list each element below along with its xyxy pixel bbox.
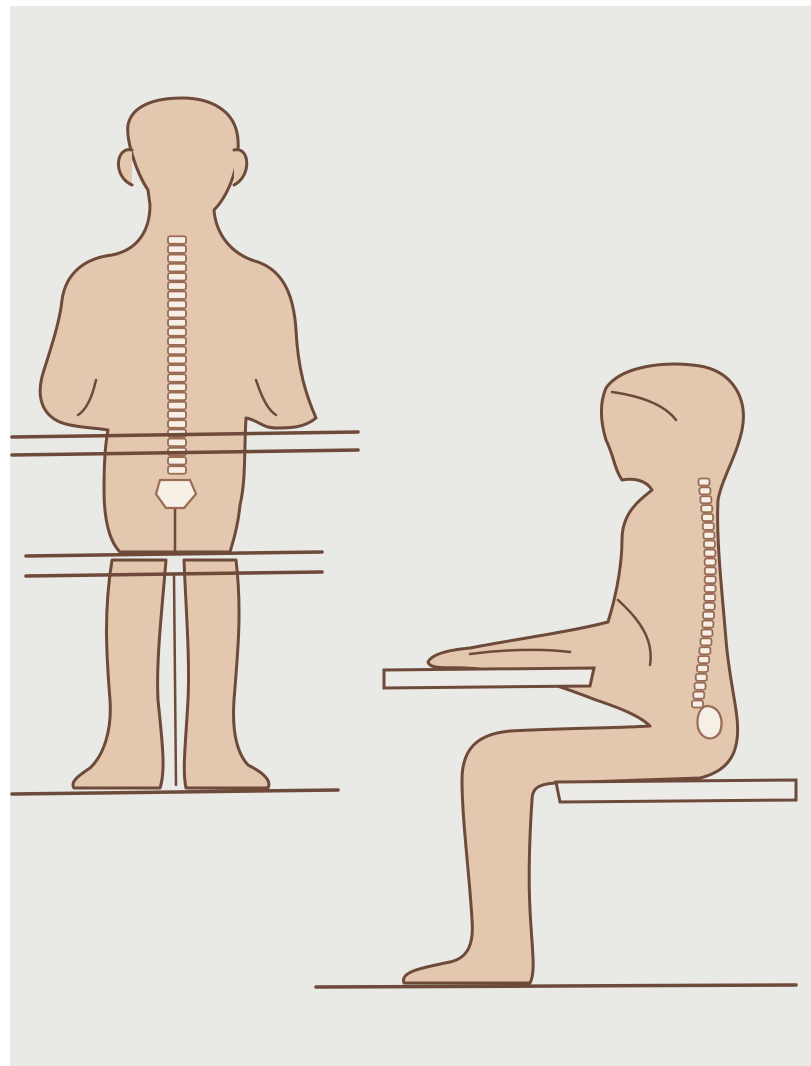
seated-vertebra bbox=[699, 647, 710, 654]
standing-vertebra bbox=[168, 301, 186, 309]
seated-vertebra bbox=[700, 638, 711, 645]
standing-vertebra bbox=[168, 383, 186, 391]
standing-vertebra bbox=[168, 356, 186, 364]
standing-vertebra bbox=[168, 402, 186, 410]
seated-vertebra bbox=[698, 656, 709, 663]
standing-vertebra bbox=[168, 291, 186, 299]
seated-vertebra bbox=[702, 514, 713, 521]
seated-vertebra bbox=[704, 594, 715, 601]
desk-top bbox=[384, 668, 594, 688]
standing-vertebra bbox=[168, 420, 186, 428]
seated-vertebra bbox=[705, 558, 716, 565]
standing-vertebra bbox=[168, 245, 186, 253]
seated-vertebra bbox=[703, 523, 714, 530]
standing-vertebra bbox=[168, 282, 186, 290]
standing-vertebra bbox=[168, 328, 186, 336]
seated-vertebra bbox=[703, 532, 714, 539]
standing-vertebra bbox=[168, 255, 186, 263]
standing-vertebra bbox=[168, 310, 186, 318]
standing-vertebra bbox=[168, 264, 186, 272]
seated-vertebra bbox=[699, 479, 710, 486]
seated-vertebra bbox=[699, 487, 710, 494]
seat-top bbox=[556, 780, 796, 802]
standing-vertebra bbox=[168, 236, 186, 244]
seated-sacrum bbox=[697, 706, 721, 738]
seated-vertebra bbox=[692, 701, 703, 708]
seated-vertebra bbox=[703, 612, 714, 619]
seated-vertebra bbox=[704, 550, 715, 557]
seated-vertebra bbox=[695, 683, 706, 690]
standing-spine bbox=[168, 236, 186, 474]
standing-vertebra bbox=[168, 439, 186, 447]
seated-vertebra bbox=[693, 692, 704, 699]
standing-vertebra bbox=[168, 457, 186, 465]
seated-vertebra bbox=[701, 629, 712, 636]
standing-vertebra bbox=[168, 466, 186, 474]
standing-vertebra bbox=[168, 393, 186, 401]
standing-vertebra bbox=[168, 319, 186, 327]
seated-vertebra bbox=[702, 621, 713, 628]
seated-vertebra bbox=[696, 674, 707, 681]
standing-vertebra bbox=[168, 411, 186, 419]
seated-vertebra bbox=[704, 541, 715, 548]
seated-vertebra bbox=[705, 567, 716, 574]
seated-floor-line bbox=[316, 985, 796, 987]
standing-vertebra bbox=[168, 273, 186, 281]
standing-vertebra bbox=[168, 347, 186, 355]
seated-vertebra bbox=[701, 505, 712, 512]
standing-vertebra bbox=[168, 374, 186, 382]
standing-vertebra bbox=[168, 365, 186, 373]
seated-vertebra bbox=[700, 496, 711, 503]
seated-vertebra bbox=[705, 585, 716, 592]
seated-vertebra bbox=[705, 576, 716, 583]
seated-vertebra bbox=[704, 603, 715, 610]
seated-vertebra bbox=[697, 665, 708, 672]
standing-vertebra bbox=[168, 337, 186, 345]
